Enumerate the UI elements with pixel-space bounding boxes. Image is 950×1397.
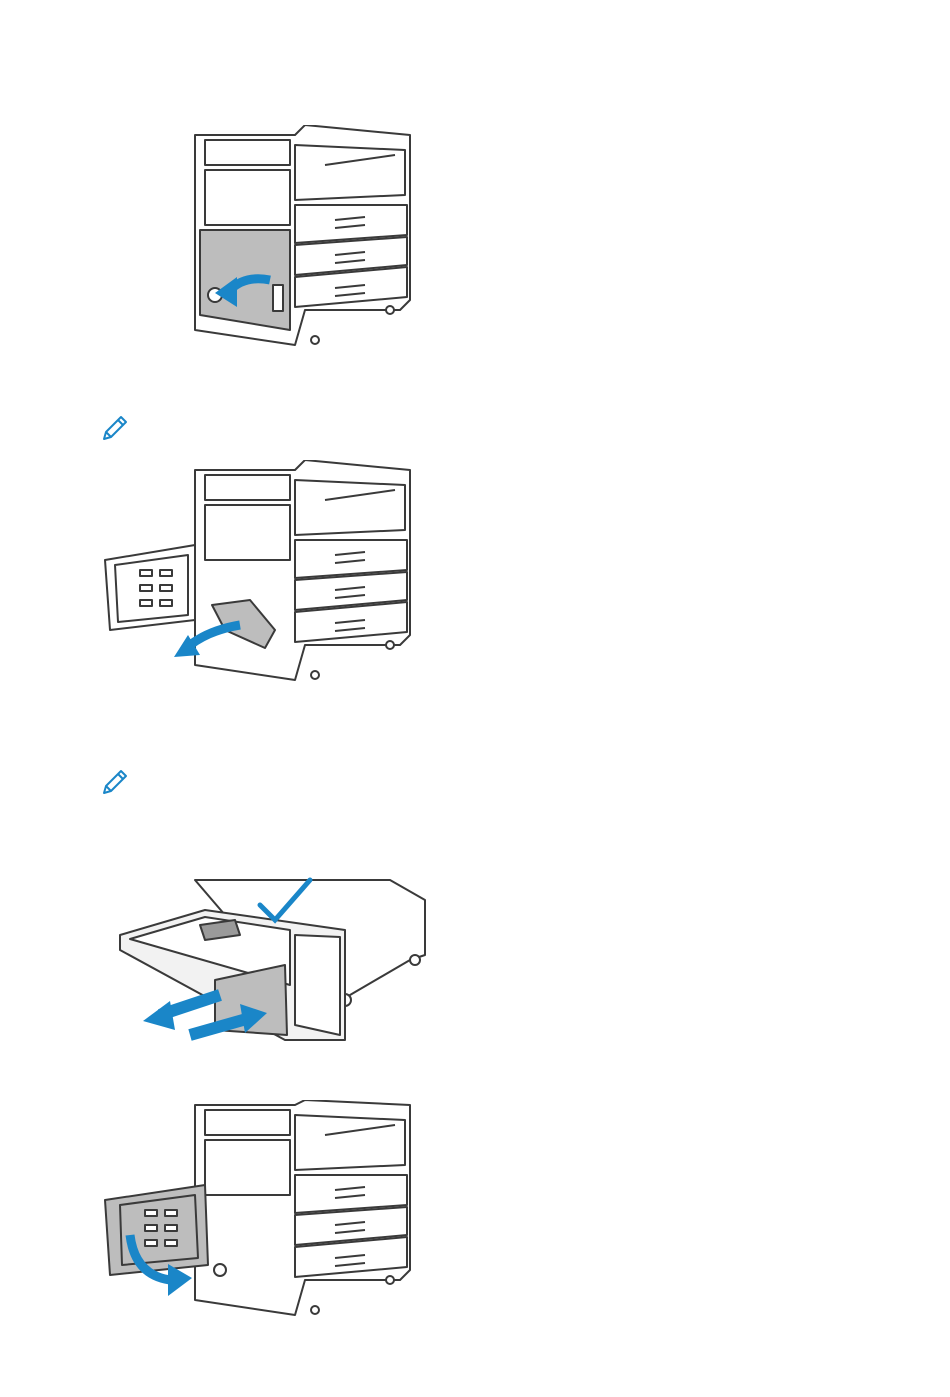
figure-close-left-door bbox=[100, 1100, 415, 1320]
figure-remove-jammed-paper bbox=[100, 460, 415, 685]
figure-tray-pull-push bbox=[115, 875, 430, 1055]
printer-close-left-door-illustration bbox=[100, 1100, 415, 1320]
pencil-note-icon bbox=[100, 767, 130, 797]
figure-open-left-door bbox=[185, 125, 415, 350]
tray-pull-out-push-in-illustration bbox=[115, 875, 430, 1055]
printer-open-left-door-illustration bbox=[185, 125, 415, 350]
printer-remove-jammed-paper-illustration bbox=[100, 460, 415, 685]
pencil-note-icon bbox=[100, 413, 130, 443]
